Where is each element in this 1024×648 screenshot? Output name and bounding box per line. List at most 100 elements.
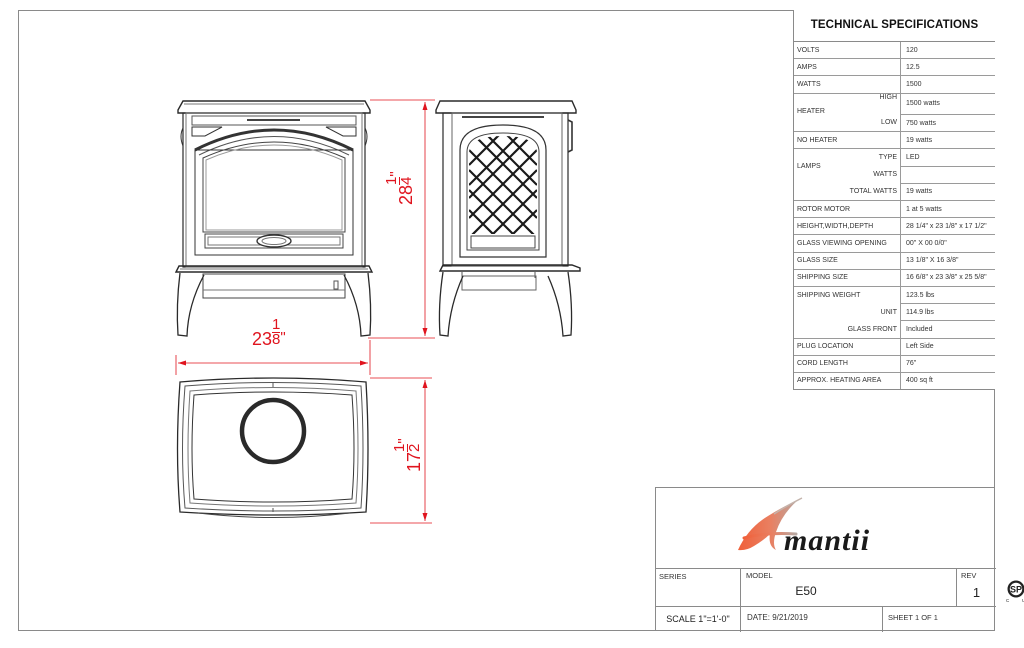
rev-cell: REV 1 bbox=[957, 568, 996, 607]
spec-row-watts: WATTS 1500 bbox=[794, 75, 995, 94]
spec-value: 750 watts bbox=[900, 114, 995, 132]
spec-label: HEATER bbox=[797, 107, 825, 115]
height-denominator: 4 bbox=[398, 176, 416, 185]
rev-label: REV bbox=[961, 571, 977, 580]
spec-sublabel: GLASS FRONT bbox=[794, 320, 901, 338]
spec-row-amps: AMPS 12.5 bbox=[794, 58, 995, 76]
svg-text:C: C bbox=[1006, 598, 1010, 603]
width-unit: " bbox=[280, 329, 286, 346]
series-cell: SERIES bbox=[656, 568, 741, 607]
width-whole: 23 bbox=[252, 329, 273, 349]
spec-row-shipping-weight: SHIPPING WEIGHT 123.5 lbs bbox=[794, 285, 995, 304]
spec-value: 76" bbox=[900, 354, 995, 373]
brand-logo: mantii bbox=[656, 488, 996, 569]
spec-sublabel: HIGH bbox=[879, 93, 898, 101]
spec-title: TECHNICAL SPECIFICATIONS bbox=[794, 10, 995, 42]
spec-label: GLASS SIZE bbox=[794, 251, 901, 270]
spec-row-heater-low: LOW 750 watts bbox=[794, 114, 995, 132]
spec-row-lamps-watts: LAMPS WATTS bbox=[794, 163, 995, 184]
spec-sublabel: TYPE bbox=[794, 148, 901, 167]
depth-whole: 17 bbox=[404, 451, 424, 472]
spec-label: APPROX. HEATING AREA bbox=[794, 371, 901, 390]
spec-label: HEIGHT,WIDTH,DEPTH bbox=[794, 217, 901, 235]
rev-value: 1 bbox=[972, 585, 981, 600]
spec-value: 12.5 bbox=[900, 58, 995, 76]
spec-label: PLUG LOCATION bbox=[794, 337, 901, 356]
svg-text:US: US bbox=[1022, 598, 1024, 603]
spec-value: 16 6/8" x 23 3/8" x 25 5/8" bbox=[900, 268, 995, 287]
spec-sublabel: TOTAL WATTS bbox=[794, 183, 901, 201]
width-numerator: 1 bbox=[272, 316, 281, 334]
spec-row-cord-length: CORD LENGTH 76" bbox=[794, 354, 995, 373]
side-view-drawing bbox=[435, 100, 581, 337]
title-block: mantii SERIES MODEL E50 SP C US REV 1 SC… bbox=[655, 487, 1024, 632]
height-whole: 28 bbox=[396, 184, 416, 205]
width-denominator: 8 bbox=[272, 331, 281, 349]
spec-sublabel: LOW bbox=[794, 114, 901, 132]
spec-value bbox=[900, 165, 995, 184]
spec-value: LED bbox=[900, 148, 995, 167]
spec-label: SHIPPING SIZE bbox=[794, 268, 901, 287]
spec-label: VOLTS bbox=[794, 42, 901, 59]
spec-value: 1500 bbox=[900, 75, 995, 94]
height-unit: " bbox=[387, 171, 404, 177]
depth-unit: " bbox=[395, 438, 412, 444]
spec-row-volts: VOLTS 120 bbox=[794, 42, 995, 59]
spec-label: AMPS bbox=[794, 58, 901, 76]
spec-value: 00" X 00 0/0" bbox=[900, 234, 995, 253]
spec-row-lamps-total: TOTAL WATTS 19 watts bbox=[794, 182, 995, 201]
front-view-drawing bbox=[174, 100, 374, 337]
csa-certification-icon: SP C US bbox=[1003, 578, 1024, 606]
spec-value: 114.9 lbs bbox=[900, 303, 995, 321]
spec-value: 1500 watts bbox=[900, 92, 995, 115]
dimension-lines bbox=[175, 99, 435, 524]
spec-row-lamps-type: TYPE LED bbox=[794, 148, 995, 167]
spec-row-rotor-motor: ROTOR MOTOR 1 at 5 watts bbox=[794, 199, 995, 218]
spec-value: 120 bbox=[906, 46, 918, 54]
model-value: E50 bbox=[795, 584, 817, 598]
spec-value: 400 sq ft bbox=[900, 371, 995, 390]
spec-row-heating-area: APPROX. HEATING AREA 400 sq ft bbox=[794, 371, 995, 390]
spec-row-hwd: HEIGHT,WIDTH,DEPTH 28 1/4" x 23 1/8" x 1… bbox=[794, 217, 995, 235]
spec-value: 123.5 lbs bbox=[900, 285, 995, 304]
spec-value: 13 1/8" X 16 3/8" bbox=[900, 251, 995, 270]
spec-row-shipping-size: SHIPPING SIZE 16 6/8" x 23 3/8" x 25 5/8… bbox=[794, 268, 995, 287]
spec-row-glass-front: GLASS FRONT Included bbox=[794, 320, 995, 338]
spec-label: CORD LENGTH bbox=[794, 354, 901, 373]
spec-label: GLASS VIEWING OPENING bbox=[794, 234, 901, 253]
spec-value: 1 at 5 watts bbox=[900, 199, 995, 218]
spec-sublabel: WATTS bbox=[873, 171, 897, 179]
amantii-logo-icon: mantii bbox=[738, 497, 870, 557]
scale-cell: SCALE 1"=1'-0" bbox=[656, 607, 741, 632]
spec-sublabel: UNIT bbox=[794, 303, 901, 321]
sheet-cell: SHEET 1 OF 1 bbox=[888, 613, 938, 622]
model-cell: MODEL E50 SP C US bbox=[741, 568, 1024, 607]
date-cell: DATE: 9/21/2019 bbox=[741, 607, 883, 632]
spec-value: 19 watts bbox=[900, 131, 995, 149]
depth-denominator: 2 bbox=[406, 443, 424, 452]
spec-value: Left Side bbox=[900, 337, 995, 356]
svg-text:mantii: mantii bbox=[784, 524, 870, 557]
spec-label: SHIPPING WEIGHT bbox=[794, 285, 901, 304]
model-label: MODEL bbox=[746, 571, 773, 580]
spec-value: 19 watts bbox=[900, 182, 995, 201]
spec-value: 28 1/4" x 23 1/8" x 17 1/2" bbox=[900, 217, 995, 235]
spec-row-plug-location: PLUG LOCATION Left Side bbox=[794, 337, 995, 356]
spec-row-unit-weight: UNIT 114.9 lbs bbox=[794, 303, 995, 321]
top-view-drawing bbox=[176, 377, 369, 518]
spec-label: NO HEATER bbox=[794, 131, 901, 149]
spec-row-no-heater: NO HEATER 19 watts bbox=[794, 131, 995, 149]
spec-row-glass-opening: GLASS VIEWING OPENING 00" X 00 0/0" bbox=[794, 234, 995, 253]
series-label: SERIES bbox=[659, 572, 687, 581]
svg-text:SP: SP bbox=[1010, 585, 1022, 595]
technical-specifications-table: TECHNICAL SPECIFICATIONS VOLTS 120 AMPS … bbox=[793, 10, 995, 391]
spec-label: LAMPS bbox=[797, 163, 821, 171]
spec-row-heater-high: HEATER HIGH 1500 watts bbox=[794, 92, 995, 115]
spec-row-glass-size: GLASS SIZE 13 1/8" X 16 3/8" bbox=[794, 251, 995, 270]
spec-label: ROTOR MOTOR bbox=[794, 199, 901, 218]
spec-label: WATTS bbox=[794, 75, 901, 94]
